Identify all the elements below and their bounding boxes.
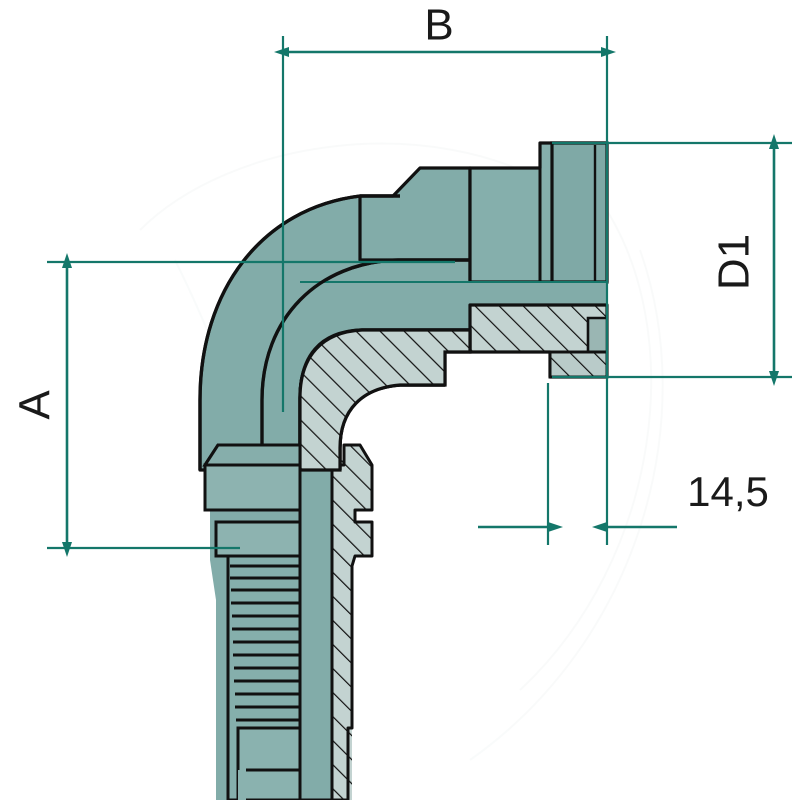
flange-head-boss-upper — [550, 141, 609, 284]
extension-lines — [47, 36, 792, 550]
dimension-labels: B D1 A 14,5 — [11, 1, 769, 515]
hub-taper-upper — [358, 166, 472, 262]
dim-label-14-5: 14,5 — [687, 468, 769, 515]
stem-front-faces — [202, 443, 302, 558]
elbow-wall-hatch-band — [298, 328, 472, 472]
flange-inner-boss — [586, 316, 609, 354]
barb-serrations — [230, 564, 300, 722]
stem-end-cylinder — [236, 726, 302, 800]
stem-right-profile — [330, 443, 374, 800]
dim-label-b: B — [424, 1, 453, 50]
dim-label-a: A — [11, 390, 60, 420]
flange-lower-lip — [548, 350, 609, 379]
dimension-lines — [62, 47, 779, 557]
dim-label-d1: D1 — [710, 234, 759, 290]
fitting-part-geometry — [198, 141, 609, 800]
stem-core-band — [298, 463, 334, 800]
stem-end-chamfer — [238, 770, 246, 800]
